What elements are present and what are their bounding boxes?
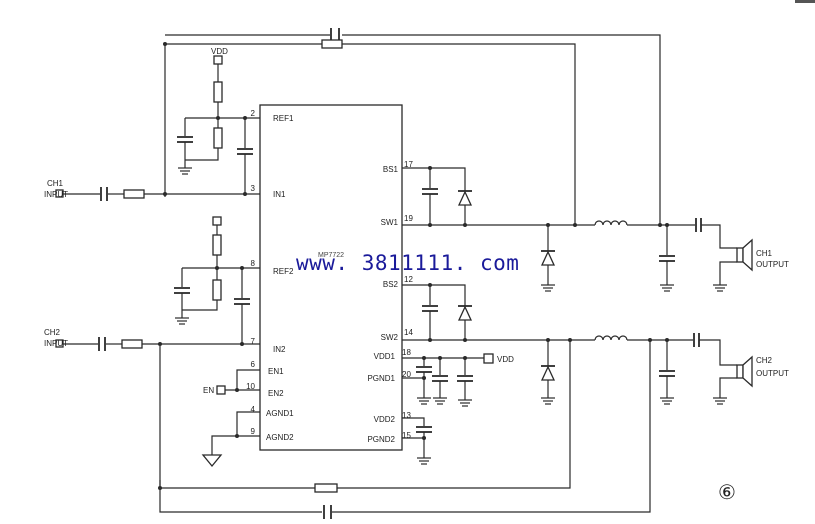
pin-label-agnd1: AGND1 — [266, 409, 294, 418]
pin-label-bs2: BS2 — [383, 280, 399, 289]
pin-number: 14 — [404, 328, 413, 337]
pin-number: 18 — [402, 348, 411, 357]
text-labels: VDD VDD EN CH1 INPUT CH2 INPUT CH1 OUTPU… — [44, 47, 789, 504]
pin-number: 8 — [251, 259, 256, 268]
pin-label-agnd2: AGND2 — [266, 433, 294, 442]
pin-label-vdd1: VDD1 — [374, 352, 396, 361]
pin-label-pgnd1: PGND1 — [367, 374, 395, 383]
pin-number: 15 — [402, 431, 411, 440]
ch1-input-label: CH1 — [47, 179, 64, 188]
pin-number: 4 — [251, 405, 256, 414]
pin-number: 20 — [402, 370, 411, 379]
ch1-output-label: CH1 — [756, 249, 773, 258]
pin-number: 10 — [246, 382, 255, 391]
ch2-input-label-2: INPUT — [44, 339, 68, 348]
capacitors — [98, 28, 702, 519]
chip-right-pins: BS1 17 SW1 19 BS2 12 SW2 14 VDD1 18 PGND… — [367, 160, 413, 444]
terminals — [55, 55, 494, 395]
pin-label-sw1: SW1 — [381, 218, 399, 227]
chip-mp7722: MP7722 — [259, 104, 403, 451]
pin-number: 7 — [251, 337, 256, 346]
junction-dots — [158, 42, 669, 490]
pin-label-pgnd2: PGND2 — [367, 435, 395, 444]
resistors — [121, 39, 343, 493]
pin-number: 19 — [404, 214, 413, 223]
ground-symbols — [175, 167, 727, 468]
chip-name: MP7722 — [318, 252, 344, 259]
pin-label-vdd2: VDD2 — [374, 415, 396, 424]
pin-number: 12 — [404, 275, 413, 284]
inductors — [594, 220, 628, 341]
pin-number: 17 — [404, 160, 413, 169]
en-label: EN — [203, 386, 214, 395]
vdd-label-top: VDD — [211, 47, 228, 56]
pin-label-en1: EN1 — [268, 367, 284, 376]
diodes — [457, 183, 556, 383]
pin-label-ref1: REF1 — [273, 114, 294, 123]
pin-number: 2 — [251, 109, 256, 118]
vdd-label-right: VDD — [497, 355, 514, 364]
ch2-output-label-2: OUTPUT — [756, 369, 789, 378]
pin-number: 13 — [402, 411, 411, 420]
pin-label-in2: IN2 — [273, 345, 286, 354]
pin-label-bs1: BS1 — [383, 165, 399, 174]
ch2-input-label: CH2 — [44, 328, 61, 337]
pin-number: 3 — [251, 184, 256, 193]
pin-number: 9 — [251, 427, 256, 436]
ch1-input-label-2: INPUT — [44, 190, 68, 199]
pin-number: 6 — [251, 360, 256, 369]
pin-label-in1: IN1 — [273, 190, 286, 199]
scan-edge-mark — [795, 0, 815, 3]
watermark: www. 3811111. com — [296, 251, 519, 275]
chip-left-pins: 2 REF1 3 IN1 8 REF2 7 IN2 6 EN1 10 EN2 4… — [246, 109, 294, 442]
pin-label-sw2: SW2 — [381, 333, 399, 342]
pin-label-en2: EN2 — [268, 389, 284, 398]
speaker-ch2 — [736, 355, 753, 388]
speaker-ch1 — [736, 238, 753, 272]
figure-number: ⑥ — [718, 480, 736, 504]
pin-label-ref2: REF2 — [273, 267, 294, 276]
ch2-output-label: CH2 — [756, 356, 773, 365]
ch1-output-label-2: OUTPUT — [756, 260, 789, 269]
